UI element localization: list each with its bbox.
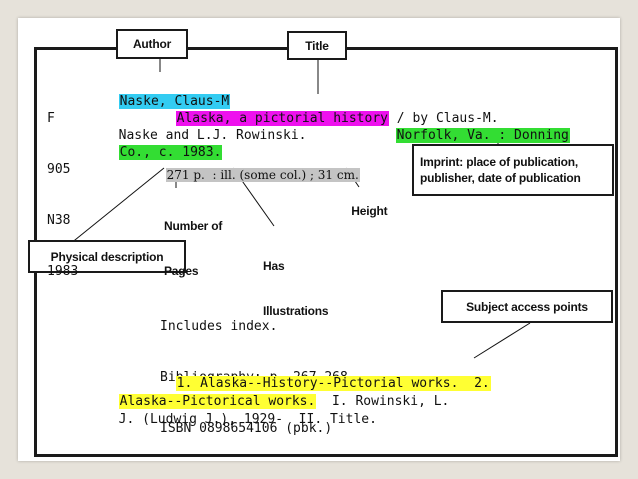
author-callout: Author <box>116 29 188 59</box>
imprint-text-part2: Co., c. 1983. <box>118 145 223 160</box>
added-entries-continuation: J. (Ludwig J.), 1929- II. Title. <box>118 412 377 427</box>
physical-description-callout-text: Physical description <box>50 249 164 264</box>
tracing-line2: Alaska--Pictorical works. I. Rowinski, L… <box>103 376 449 410</box>
call-number-line1: F <box>47 111 55 126</box>
record-line-author: Naske, Claus-M <box>103 76 231 110</box>
tracing-line1: 1. Alaska--History--Pictorial works. 2. <box>160 358 491 392</box>
physical-connector <box>69 167 165 245</box>
call-number-line4: 1983 <box>47 264 79 279</box>
subject-heading-2: Alaska--Pictorical works. <box>118 394 317 409</box>
number-of-pages-line1: Number of <box>164 219 223 233</box>
has-illustrations-line2: Illustrations <box>263 304 329 318</box>
record-line-imprint-part2: Co., c. 1983. <box>103 127 223 161</box>
record-line-imprint-part1: Norfolk, Va. : Donning <box>380 110 570 144</box>
record-line-title: Alaska, a pictorial history / by Claus-M… <box>160 93 499 127</box>
statement-of-responsibility: / by Claus-M. <box>388 111 499 126</box>
record-line-physical: 271 p. : ill. (some col.) ; 31 cm. <box>158 150 360 184</box>
author-text: Naske, Claus-M <box>118 94 231 109</box>
imprint-callout: Imprint: place of publication, publisher… <box>412 144 614 196</box>
subject-heading-1: 1. Alaska--History--Pictorial works. 2. <box>175 376 491 391</box>
subject-access-points-callout-text: Subject access points <box>466 299 588 314</box>
imprint-text-part1: Norfolk, Va. : Donning <box>395 128 570 143</box>
call-number: F 905 N38 1983 <box>47 76 78 297</box>
height-label-text: Height <box>351 204 388 218</box>
imprint-callout-line1: Imprint: place of publication, <box>420 155 579 169</box>
author-callout-text: Author <box>132 37 172 51</box>
note-isbn: ISBN 0898654106 (pbk.) <box>160 421 333 436</box>
record-line-3: Naske and L.J. Rowinski. <box>103 110 307 144</box>
call-number-line3: N38 <box>47 213 71 228</box>
call-number-line2: 905 <box>47 162 71 177</box>
height-label: Height <box>345 189 387 219</box>
note-index: Includes index. <box>160 319 278 334</box>
added-entry-rowinski: I. Rowinski, L. <box>316 394 450 409</box>
tracing-line3: J. (Ludwig J.), 1929- II. Title. <box>103 394 377 428</box>
has-illustrations-label: Has Illustrations <box>263 229 329 334</box>
subject-access-points-callout: Subject access points <box>441 290 613 323</box>
physical-description-text: 271 p. : ill. (some col.) ; 31 cm. <box>165 168 360 182</box>
physical-description-callout: Physical description <box>28 240 186 273</box>
title-text: Alaska, a pictorial history <box>175 111 389 126</box>
title-callout-text: Title <box>305 38 329 53</box>
subject-connector <box>473 322 531 359</box>
number-of-pages-line2: Pages <box>164 264 199 278</box>
author-continuation: Naske and L.J. Rowinski. <box>118 128 307 143</box>
imprint-callout-line2: publisher, date of publication <box>420 171 581 185</box>
number-of-pages-label: Number of Pages <box>164 189 222 294</box>
has-illustrations-line1: Has <box>263 259 285 273</box>
title-callout: Title <box>287 31 347 60</box>
